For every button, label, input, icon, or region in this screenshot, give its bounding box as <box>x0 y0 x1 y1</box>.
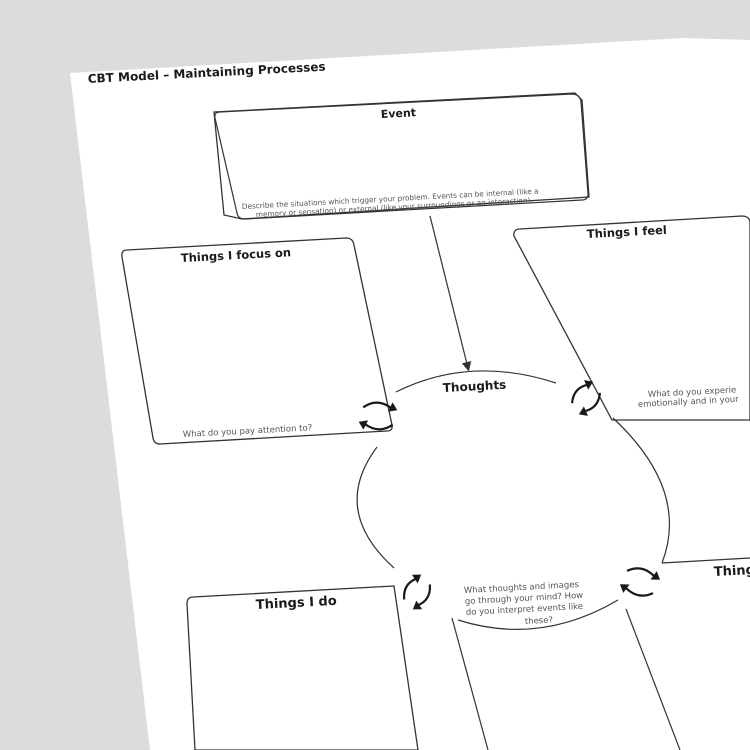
middle-column-right-line <box>625 608 681 750</box>
event-to-thoughts-arrow <box>429 215 472 372</box>
focus-heading: Things I focus on <box>180 245 291 265</box>
thoughts-circle-top-arc <box>395 370 557 393</box>
thoughts-prompt-line4: these? <box>525 616 554 627</box>
do-box <box>186 585 419 750</box>
thoughts-circle-right-arc <box>612 417 671 564</box>
cycle-arrows-icon <box>402 574 432 610</box>
feel-heading: Things I feel <box>586 223 667 241</box>
event-box-outline <box>214 93 589 220</box>
feel-box <box>513 215 750 421</box>
right-bottom-box-top <box>661 557 750 564</box>
event-box <box>213 92 590 220</box>
focus-box <box>121 237 393 445</box>
do-heading: Things I do <box>255 594 337 613</box>
thoughts-circle-bottom-arc <box>457 599 619 630</box>
thoughts-circle-left-arc <box>356 446 395 569</box>
middle-column-left-line <box>451 617 489 750</box>
event-heading: Event <box>380 106 416 121</box>
thoughts-heading: Thoughts <box>442 378 506 395</box>
cycle-arrows-icon <box>570 380 602 416</box>
right-bottom-heading: Thing <box>713 563 750 580</box>
feel-prompt-line1: What do you experie <box>648 385 737 400</box>
cycle-arrows-icon <box>358 401 398 431</box>
cycle-arrows-icon <box>620 567 660 597</box>
